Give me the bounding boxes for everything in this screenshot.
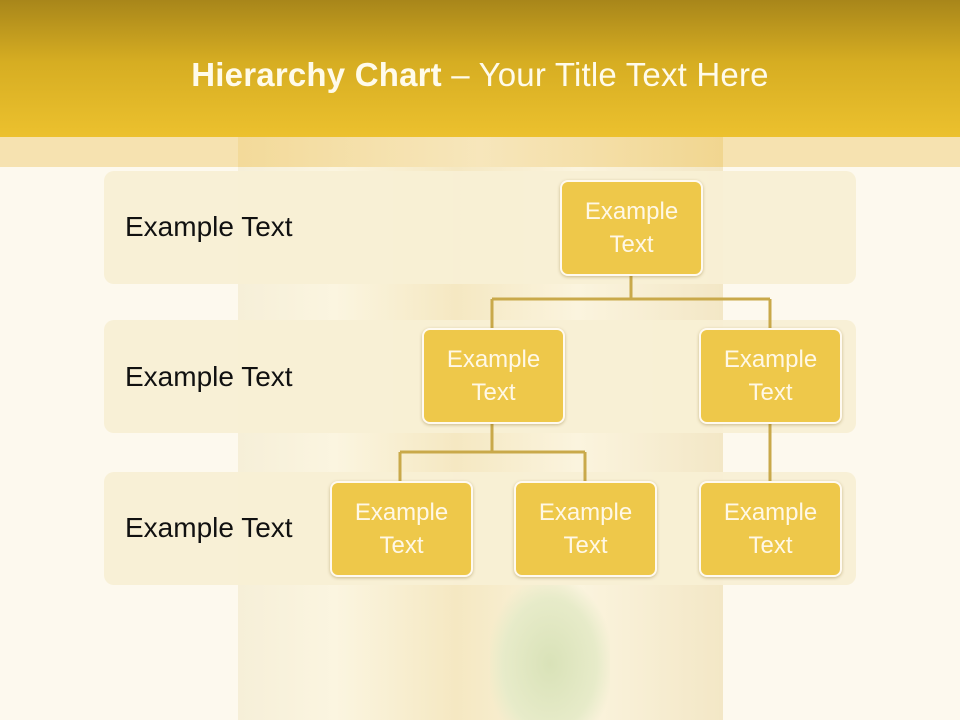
node-root[interactable]: Example Text	[560, 180, 703, 276]
slide-title-rest: – Your Title Text Here	[441, 56, 769, 93]
slide-title-bold: Hierarchy Chart	[191, 56, 442, 93]
header-band	[0, 137, 960, 167]
node-level3-c[interactable]: Example Text	[699, 481, 842, 577]
row-label-1: Example Text	[125, 211, 293, 242]
node-level2-right[interactable]: Example Text	[699, 328, 842, 424]
title-banner: Hierarchy Chart – Your Title Text Here	[0, 0, 960, 137]
mint-leaf-image	[490, 580, 610, 720]
node-level2-right-label: Example Text	[723, 346, 818, 406]
node-level3-a[interactable]: Example Text	[330, 481, 473, 577]
node-root-label: Example Text	[584, 198, 679, 258]
node-level3-c-label: Example Text	[723, 499, 818, 559]
row-panel-1	[104, 171, 856, 284]
node-level3-b-label: Example Text	[538, 499, 633, 559]
node-level2-left-label: Example Text	[446, 346, 541, 406]
slide-title: Hierarchy Chart – Your Title Text Here	[0, 56, 960, 94]
node-level2-left[interactable]: Example Text	[422, 328, 565, 424]
row-label-2: Example Text	[125, 361, 293, 392]
node-level3-a-label: Example Text	[354, 499, 449, 559]
node-level3-b[interactable]: Example Text	[514, 481, 657, 577]
row-label-3: Example Text	[125, 512, 293, 543]
glass-rim	[238, 137, 723, 167]
